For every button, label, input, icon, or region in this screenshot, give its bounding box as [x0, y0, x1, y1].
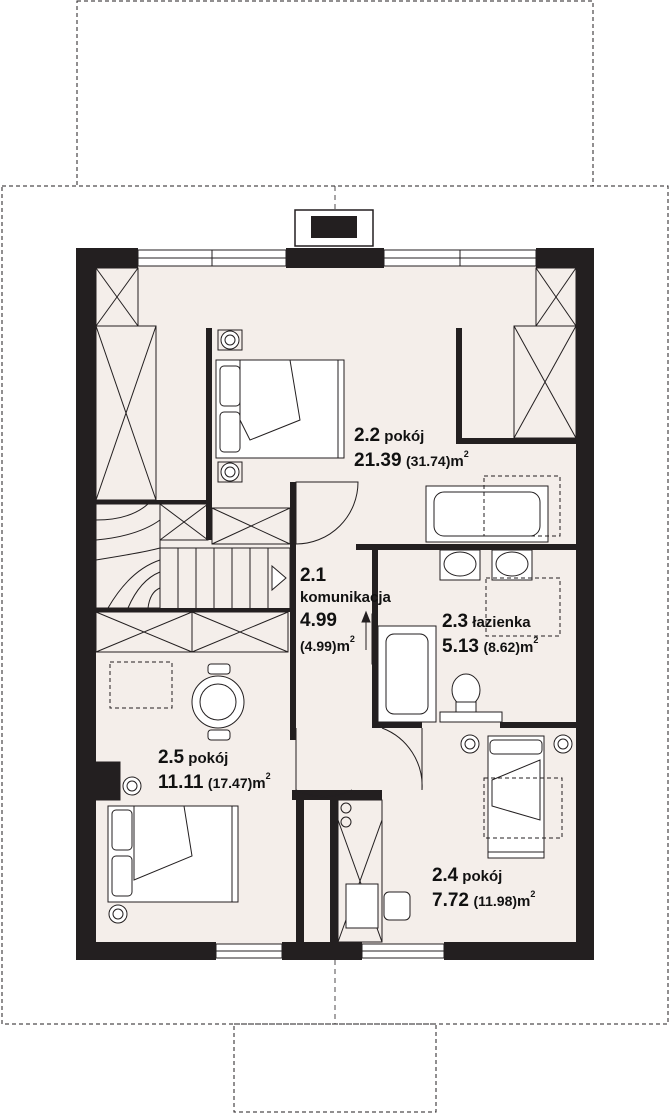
bathtub-top — [425, 475, 561, 543]
room-number: 2.4 — [432, 865, 458, 886]
room-label-2-3: 2.3 łazienka 5.13 (8.62)m2 — [442, 612, 538, 661]
chimney — [294, 209, 374, 247]
area-unit: m — [252, 775, 266, 792]
area-unit-power: 2 — [265, 771, 271, 781]
room-number: 2.2 — [354, 425, 380, 446]
area-unit-power: 2 — [530, 889, 536, 899]
room-area: 11.11 — [158, 772, 204, 793]
room-label-2-5: 2.5 pokój 11.11 (17.47)m2 — [158, 748, 271, 797]
room-area: 7.72 — [432, 890, 469, 911]
room-name: pokój — [384, 428, 425, 445]
room-gross-area: (31.74) — [406, 453, 451, 469]
area-unit-power: 2 — [533, 635, 539, 645]
room-gross-area: (4.99) — [300, 638, 337, 654]
room-area: 5.13 — [442, 636, 479, 657]
room-name: pokój — [462, 868, 503, 885]
room-name: łazienka — [472, 614, 531, 631]
outer-walls — [76, 248, 594, 960]
staircase — [95, 503, 291, 609]
room-name: pokój — [188, 750, 229, 767]
room-gross-area: (11.98) — [473, 893, 518, 909]
room-number: 2.3 — [442, 611, 468, 632]
doors — [295, 481, 423, 798]
room-number: 2.5 — [158, 747, 184, 768]
stair-arrow — [361, 610, 377, 665]
area-unit: m — [336, 638, 350, 655]
room-label-2-4: 2.4 pokój 7.72 (11.98)m2 — [432, 866, 535, 915]
room-number: 2.1 — [300, 565, 326, 586]
room-area: 4.99 — [300, 610, 337, 631]
desk-room-2-4 — [345, 883, 411, 929]
room-label-2-2: 2.2 pokój 21.39 (31.74)m2 — [354, 426, 469, 475]
windows — [137, 249, 537, 959]
bathroom-fixtures — [377, 549, 561, 723]
room-gross-area: (17.47) — [207, 775, 253, 791]
room-area: 21.39 — [354, 450, 402, 471]
room-gross-area: (8.62) — [483, 639, 521, 655]
area-unit: m — [450, 453, 464, 470]
bed-room-2-2 — [215, 329, 345, 483]
furniture-room-2-5 — [95, 661, 245, 924]
room-label-2-1: 2.1 komunikacja 4.99 (4.99)m2 — [300, 566, 391, 660]
area-unit-power: 2 — [349, 634, 355, 644]
room-name: komunikacja — [300, 589, 391, 606]
area-unit-power: 2 — [463, 449, 469, 459]
area-unit: m — [517, 893, 531, 910]
wardrobes — [95, 267, 577, 943]
bed-room-2-4 — [460, 734, 573, 859]
area-unit: m — [520, 639, 534, 656]
